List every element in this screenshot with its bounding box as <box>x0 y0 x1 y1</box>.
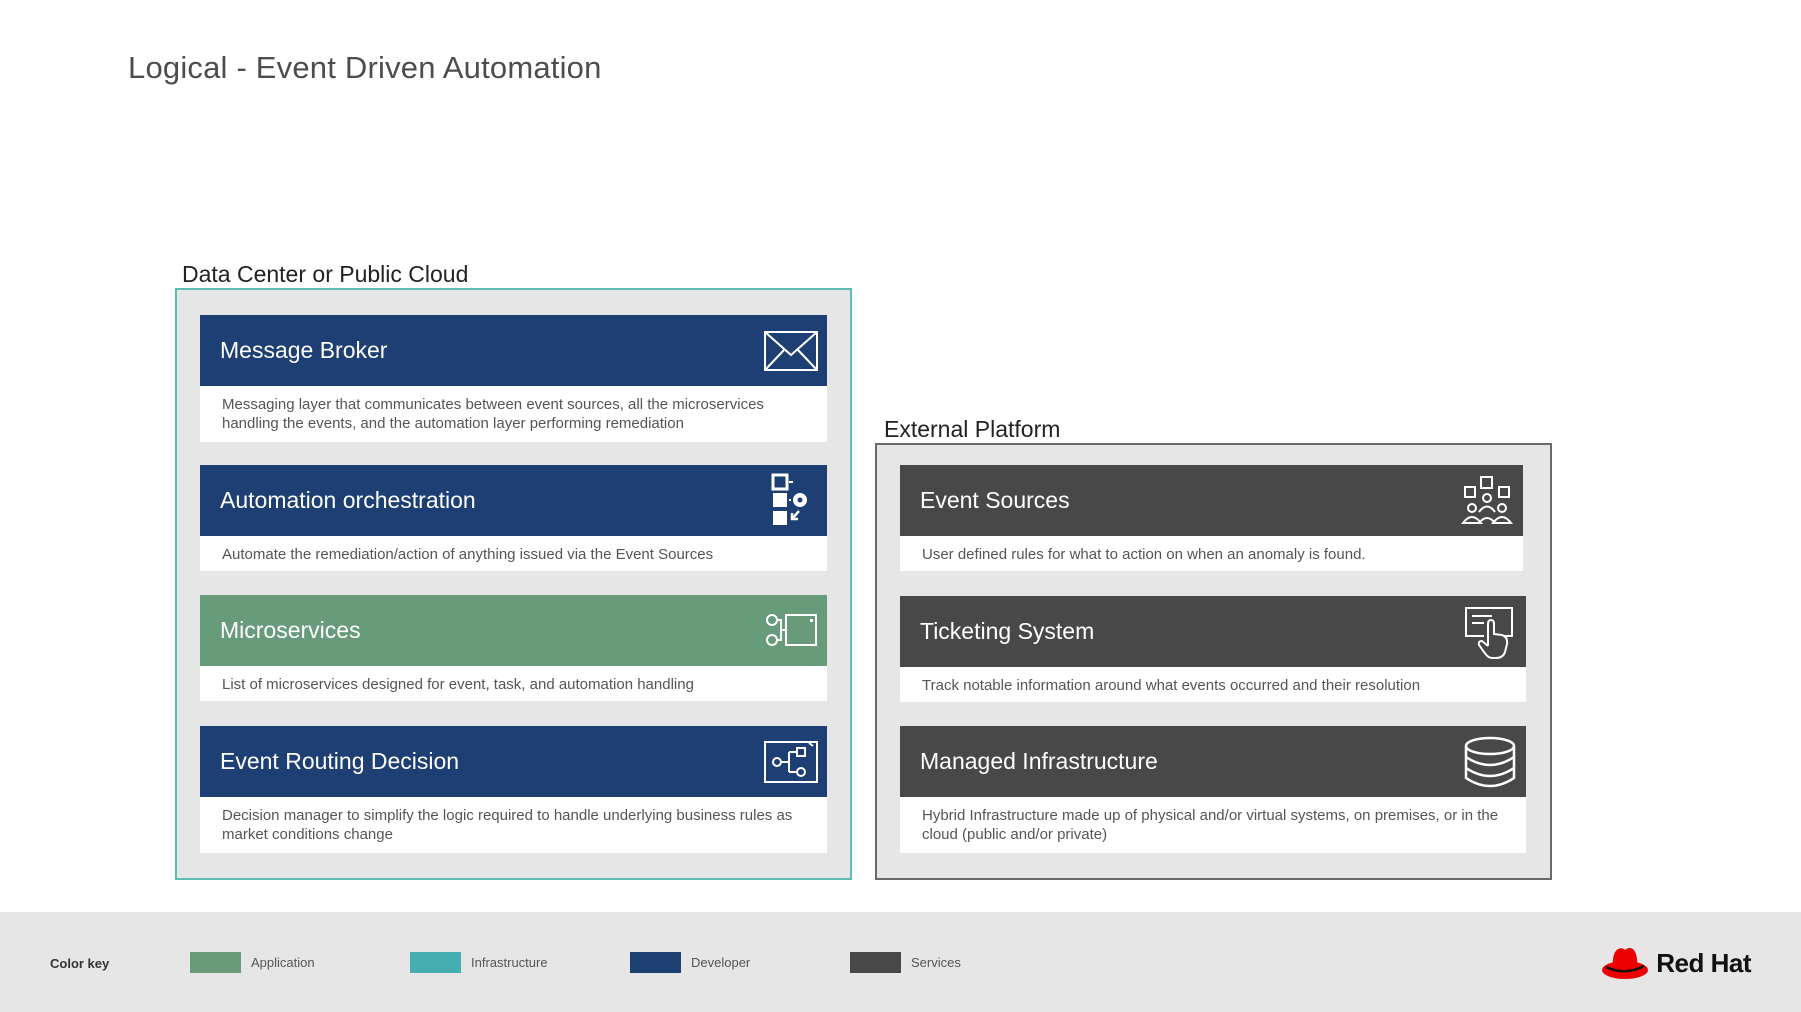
card-message-broker: Message Broker Messaging layer that comm… <box>200 315 827 442</box>
color-key-text: Developer <box>691 955 751 970</box>
touch-screen-icon <box>1462 604 1518 660</box>
card-title: Message Broker <box>220 337 388 363</box>
card-description: Hybrid Infrastructure made up of physica… <box>900 797 1526 853</box>
card-title: Microservices <box>220 617 361 643</box>
card-microservices: Microservices List of microservices desi… <box>200 595 827 701</box>
card-title: Event Routing Decision <box>220 748 460 774</box>
color-key-label: Color key <box>50 956 110 971</box>
card-header: Message Broker <box>200 315 827 386</box>
users-network-icon <box>1459 473 1515 529</box>
card-title: Ticketing System <box>920 618 1095 644</box>
database-icon <box>1462 734 1518 790</box>
color-key-item-developer: Developer <box>630 952 750 973</box>
microservices-icon <box>763 603 819 659</box>
group-label-external-platform: External Platform <box>884 416 1061 442</box>
color-swatch <box>850 952 901 973</box>
envelope-icon <box>763 323 819 379</box>
color-key-item-infrastructure: Infrastructure <box>410 952 548 973</box>
card-description: Decision manager to simplify the logic r… <box>200 797 827 853</box>
card-title: Automation orchestration <box>220 487 476 513</box>
color-key-text: Application <box>251 955 315 970</box>
card-managed-infrastructure: Managed Infrastructure Hybrid Infrastruc… <box>900 726 1526 853</box>
red-hat-logo: Red Hat <box>1600 944 1751 982</box>
card-header: Automation orchestration <box>200 465 827 536</box>
color-key-item-application: Application <box>190 952 315 973</box>
card-header: Event Sources <box>900 465 1523 536</box>
automation-gear-icon <box>763 473 819 529</box>
card-description: Automate the remediation/action of anyth… <box>200 536 827 571</box>
card-description: User defined rules for what to action on… <box>900 536 1523 571</box>
card-header: Managed Infrastructure <box>900 726 1526 797</box>
color-key-item-services: Services <box>850 952 961 973</box>
card-description: Messaging layer that communicates betwee… <box>200 386 827 442</box>
card-header: Event Routing Decision <box>200 726 827 797</box>
footer: Color key Application Infrastructure Dev… <box>0 912 1801 1012</box>
color-swatch <box>630 952 681 973</box>
color-swatch <box>410 952 461 973</box>
card-description: Track notable information around what ev… <box>900 667 1526 702</box>
group-label-data-center: Data Center or Public Cloud <box>182 261 469 287</box>
red-hat-icon <box>1600 944 1650 982</box>
card-event-routing-decision: Event Routing Decision Decision manager … <box>200 726 827 853</box>
card-title: Event Sources <box>920 487 1070 513</box>
brand-name: Red Hat <box>1656 947 1751 978</box>
page-title: Logical - Event Driven Automation <box>128 50 602 85</box>
card-ticketing-system: Ticketing System Track notable informati… <box>900 596 1526 702</box>
card-header: Ticketing System <box>900 596 1526 667</box>
color-key-text: Services <box>911 955 961 970</box>
color-swatch <box>190 952 241 973</box>
color-key-text: Infrastructure <box>471 955 548 970</box>
card-description: List of microservices designed for event… <box>200 666 827 701</box>
card-automation-orchestration: Automation orchestration Automate the re… <box>200 465 827 571</box>
routing-decision-icon <box>763 734 819 790</box>
card-header: Microservices <box>200 595 827 666</box>
card-title: Managed Infrastructure <box>920 748 1158 774</box>
card-event-sources: Event Sources User defined rules for wha… <box>900 465 1523 571</box>
